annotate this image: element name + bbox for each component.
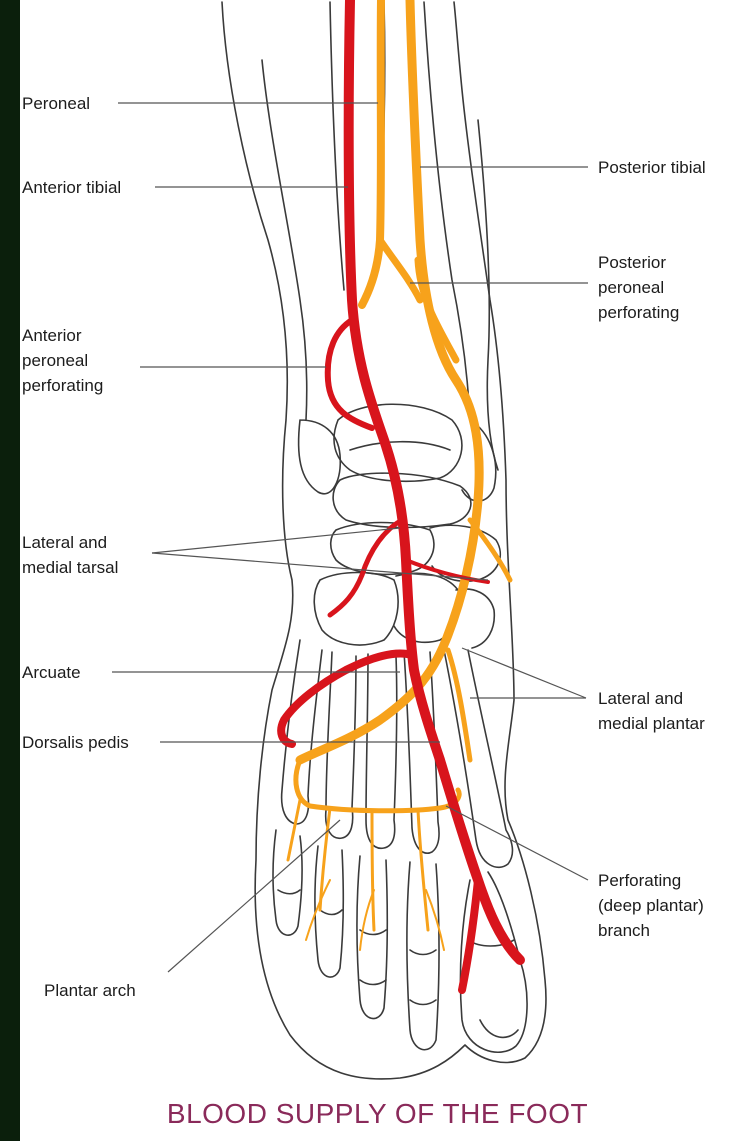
label-anterior-tibial: Anterior tibial [22,175,121,200]
label-lateral-medial-tarsal: Lateral and medial tarsal [22,530,118,580]
label-anterior-peroneal-perforating: Anterior peroneal perforating [22,323,103,398]
label-plantar-arch: Plantar arch [44,978,136,1003]
label-posterior-tibial: Posterior tibial [598,155,706,180]
label-perforating-deep-plantar: Perforating (deep plantar) branch [598,868,704,943]
label-lateral-medial-plantar: Lateral and medial plantar [598,686,705,736]
label-posterior-peroneal-perforating: Posterior peroneal perforating [598,250,679,325]
label-dorsalis-pedis: Dorsalis pedis [22,730,129,755]
diagram-title: BLOOD SUPPLY OF THE FOOT [20,1098,735,1130]
label-arcuate: Arcuate [22,660,81,685]
label-peroneal: Peroneal [22,91,90,116]
